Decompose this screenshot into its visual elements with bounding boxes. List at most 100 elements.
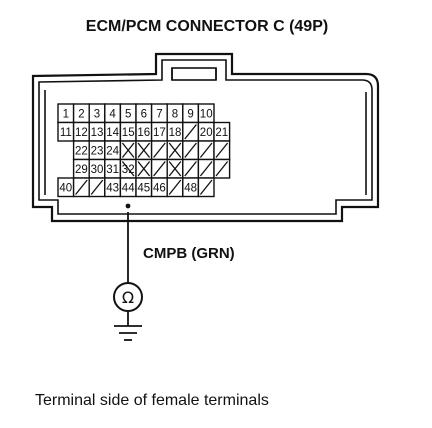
pin-cell-29: 29 [72, 158, 90, 179]
pin-cell-22: 22 [72, 140, 90, 161]
pin-cell-14: 14 [104, 121, 122, 142]
test-pin-marker [125, 203, 131, 209]
pin-cell-44: 44 [119, 177, 137, 198]
blank-cavity-cross [121, 161, 135, 177]
pin-label: 11 [60, 127, 72, 139]
pin-cell-4: 4 [104, 103, 122, 124]
pin-label: 22 [75, 145, 88, 157]
pin-label: 30 [91, 164, 104, 176]
pin-cell-6: 6 [135, 103, 153, 124]
wire-label: CMPB (GRN) [143, 245, 235, 262]
pin-cell-43: 43 [104, 177, 122, 198]
pin-cell-3: 3 [88, 103, 106, 124]
pin-cell-blank [150, 140, 168, 161]
pin-cell-blank [150, 158, 168, 179]
pin-cell-45: 45 [135, 177, 153, 198]
pin-cell-blank [182, 158, 200, 179]
connector-housing [31, 52, 380, 223]
blank-cavity-slash [153, 142, 166, 158]
pin-label: 1 [63, 108, 69, 120]
blank-cavity-slash [90, 179, 104, 195]
pin-cell-blank [88, 177, 106, 198]
pin-label: 4 [109, 108, 116, 120]
pin-cell-blank [213, 158, 231, 179]
pin-label: 5 [125, 108, 131, 120]
blank-cavity-cross [168, 142, 182, 158]
pin-cell-18: 18 [166, 121, 184, 142]
pin-label: 29 [75, 164, 88, 176]
pin-cell-16: 16 [135, 121, 153, 142]
blank-cavity-slash [75, 179, 88, 195]
pin-cell-24: 24 [104, 140, 122, 161]
ohmmeter-icon: Ω [113, 282, 143, 312]
pin-label: 7 [156, 108, 162, 120]
pin-label: 23 [91, 145, 104, 157]
blank-cavity-slash [184, 142, 197, 158]
pin-cell-blank [197, 177, 215, 198]
pin-label: 46 [153, 182, 166, 194]
pin-label: 17 [153, 127, 166, 139]
pin-label: 24 [106, 145, 119, 157]
blank-cavity-cross [121, 142, 135, 158]
pin-label: 45 [137, 182, 150, 194]
pin-label: 20 [200, 127, 213, 139]
pin-label: 43 [106, 182, 119, 194]
blank-cavity-cross [137, 161, 151, 177]
blank-cavity-cross [137, 142, 151, 158]
pin-label: 18 [169, 127, 182, 139]
pin-cell-40: 40 [57, 177, 75, 198]
pin-cell-17: 17 [150, 121, 168, 142]
pin-label: 48 [184, 182, 197, 194]
pin-label: 13 [91, 127, 104, 139]
pin-label: 9 [187, 108, 193, 120]
pin-label: 21 [215, 127, 228, 139]
pin-cell-blank [197, 140, 215, 161]
pin-label: 8 [172, 108, 178, 120]
blank-cavity-slash [184, 124, 197, 140]
pin-label: 16 [137, 127, 150, 139]
pin-cell-11: 11 [57, 121, 75, 142]
blank-cavity-slash [215, 142, 229, 158]
pin-label: 2 [78, 108, 84, 120]
blank-cavity-slash [168, 179, 182, 195]
pin-label: 40 [59, 182, 72, 194]
pin-label: 12 [75, 127, 88, 139]
pin-cell-13: 13 [88, 121, 106, 142]
pin-label: 31 [106, 164, 119, 176]
pin-cell-8: 8 [166, 103, 184, 124]
pin-cell-blank [166, 177, 184, 198]
pin-cell-12: 12 [72, 121, 90, 142]
pin-label: 44 [122, 182, 135, 194]
pin-cell-7: 7 [150, 103, 168, 124]
pin-cell-5: 5 [119, 103, 137, 124]
pin-cell-1: 1 [57, 103, 75, 124]
pin-cell-blank [182, 121, 200, 142]
pin-cell-10: 10 [197, 103, 215, 124]
diagram-caption: Terminal side of female terminals [35, 392, 269, 409]
pin-label: 15 [122, 127, 135, 139]
blank-cavity-slash [199, 179, 213, 195]
pin-label: 10 [200, 108, 213, 120]
pin-label: 6 [141, 108, 147, 120]
blank-cavity-slash [199, 161, 213, 177]
pin-cell-20: 20 [197, 121, 215, 142]
pin-label: 14 [106, 127, 119, 139]
diagram-title: ECM/PCM CONNECTOR C (49P) [86, 18, 328, 35]
blank-cavity-slash [215, 161, 229, 177]
pin-cell-23: 23 [88, 140, 106, 161]
pin-cell-blank [182, 140, 200, 161]
blank-cavity-slash [153, 161, 166, 177]
wire-lead [114, 212, 142, 341]
pin-cell-9: 9 [182, 103, 200, 124]
pin-cell-2: 2 [72, 103, 90, 124]
pin-cell-31: 31 [104, 158, 122, 179]
pin-cell-blank [197, 158, 215, 179]
ohm-symbol: Ω [122, 288, 134, 307]
pin-cell-21: 21 [213, 121, 231, 142]
pin-cell-blank [72, 177, 90, 198]
pin-cell-48: 48 [182, 177, 200, 198]
pin-cell-blank [213, 140, 231, 161]
pin-cell-15: 15 [119, 121, 137, 142]
